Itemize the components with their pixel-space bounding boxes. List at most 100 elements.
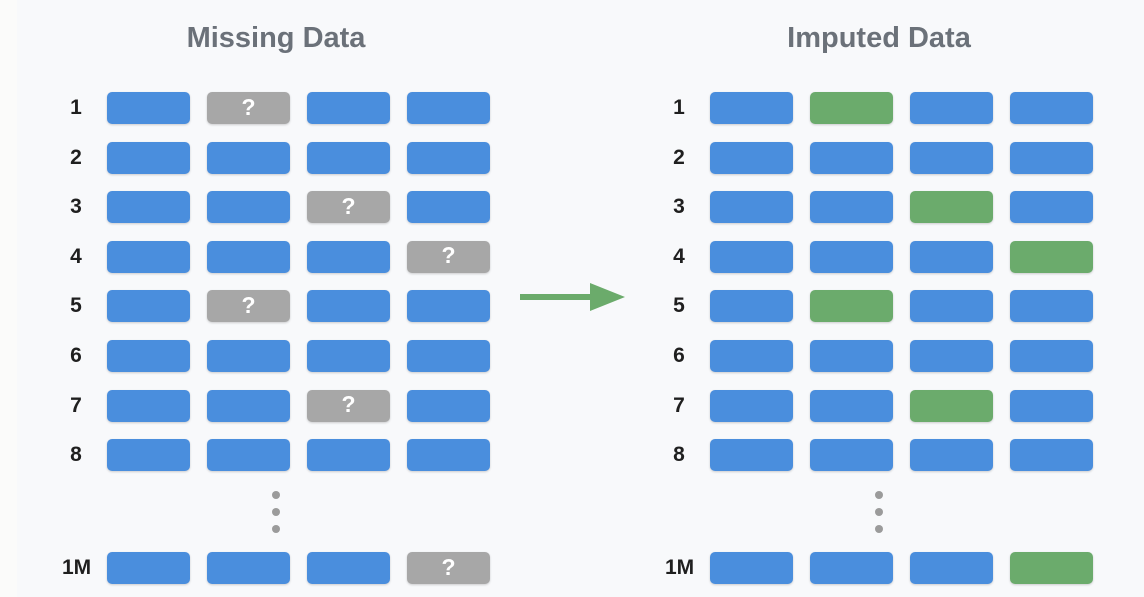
data-row: 1M? [62, 552, 490, 585]
cell-blue [307, 339, 390, 372]
imputed-data-grid: 1 2 3 4 5 6 7 8 1M [665, 92, 1093, 585]
cell-blue [207, 240, 290, 273]
cell-blue [107, 439, 190, 472]
cell-blue [407, 141, 490, 174]
cell-blue [710, 339, 793, 372]
data-row: 8 [665, 439, 1093, 472]
row-label: 1 [673, 96, 685, 119]
cell-blue [910, 240, 993, 273]
cell-blue [910, 141, 993, 174]
ellipsis-dot [272, 507, 280, 516]
row-label: 2 [673, 145, 685, 169]
cell-blue [910, 290, 993, 323]
cell-imputed [1010, 552, 1093, 585]
cell-blue [810, 552, 893, 585]
row-label: 5 [673, 294, 685, 318]
cell-imputed [1010, 240, 1093, 273]
ellipsis-dot [875, 507, 883, 516]
cell-blue [407, 339, 490, 372]
cell-blue [910, 339, 993, 372]
cell-blue [407, 191, 490, 224]
cell-blue [810, 191, 893, 224]
cell-blue [710, 92, 793, 124]
row-label: 4 [673, 244, 685, 268]
cell-blue [307, 240, 390, 273]
cell-blue [107, 141, 190, 174]
cell-blue [910, 552, 993, 585]
transform-arrow [520, 281, 626, 313]
cell-blue [810, 141, 893, 174]
cell-blue [1010, 92, 1093, 124]
ellipsis-dot [875, 490, 883, 499]
row-label: 1M [665, 556, 695, 580]
row-label: 5 [70, 294, 82, 318]
data-row: 7? [62, 389, 490, 422]
data-row: 4? [62, 240, 490, 273]
cell-blue [407, 439, 490, 472]
data-row: 1 [665, 92, 1093, 124]
cell-blue [207, 552, 290, 585]
cell-blue [307, 141, 390, 174]
cell-blue [407, 389, 490, 422]
row-label: 2 [70, 145, 82, 169]
cell-blue [810, 389, 893, 422]
cell-blue [307, 290, 390, 323]
cell-blue [107, 552, 190, 585]
cell-blue [107, 339, 190, 372]
cell-blue [710, 141, 793, 174]
data-row: 2 [62, 141, 490, 174]
cell-blue [710, 389, 793, 422]
cell-blue [810, 439, 893, 472]
cell-blue [710, 439, 793, 472]
cell-blue [407, 92, 490, 124]
right-arrow-icon [520, 283, 625, 311]
cell-blue [1010, 290, 1093, 323]
cell-blue [910, 92, 993, 124]
data-row: 5? [62, 290, 490, 323]
panel-title: Imputed Data [787, 22, 971, 54]
row-label: 3 [70, 195, 82, 219]
cell-imputed [910, 389, 993, 422]
row-label: 8 [70, 443, 82, 467]
cell-blue [1010, 389, 1093, 422]
cell-blue [407, 290, 490, 323]
row-label: 6 [70, 343, 82, 367]
cell-blue [1010, 439, 1093, 472]
cell-missing: ? [207, 290, 290, 323]
row-label: 6 [673, 343, 685, 367]
row-label: 1M [62, 556, 92, 580]
data-row: 8 [62, 439, 490, 472]
cell-missing: ? [207, 92, 290, 124]
cell-blue [107, 240, 190, 273]
cell-blue [710, 552, 793, 585]
cell-blue [207, 389, 290, 422]
row-label: 7 [70, 393, 82, 417]
data-row: 7 [665, 389, 1093, 422]
left-margin-strip [0, 0, 17, 597]
cell-blue [1010, 191, 1093, 224]
cell-blue [107, 92, 190, 124]
row-label: 1 [70, 96, 82, 119]
cell-missing: ? [407, 552, 490, 585]
cell-missing: ? [407, 240, 490, 273]
row-label: 7 [673, 393, 685, 417]
ellipsis-dot [875, 524, 883, 533]
cell-blue [710, 240, 793, 273]
cell-blue [307, 552, 390, 585]
cell-blue [307, 439, 390, 472]
data-row: 1M [665, 552, 1093, 585]
cell-missing: ? [307, 389, 390, 422]
row-label: 3 [673, 195, 685, 219]
panel-imputed-data: Imputed Data 1 2 3 4 5 6 7 8 1M [665, 22, 1093, 585]
cell-blue [810, 339, 893, 372]
cell-blue [910, 439, 993, 472]
cell-blue [307, 92, 390, 124]
data-row: 4 [665, 240, 1093, 273]
cell-missing: ? [307, 191, 390, 224]
data-row: 2 [665, 141, 1093, 174]
data-row: 3 [665, 191, 1093, 224]
cell-blue [710, 290, 793, 323]
